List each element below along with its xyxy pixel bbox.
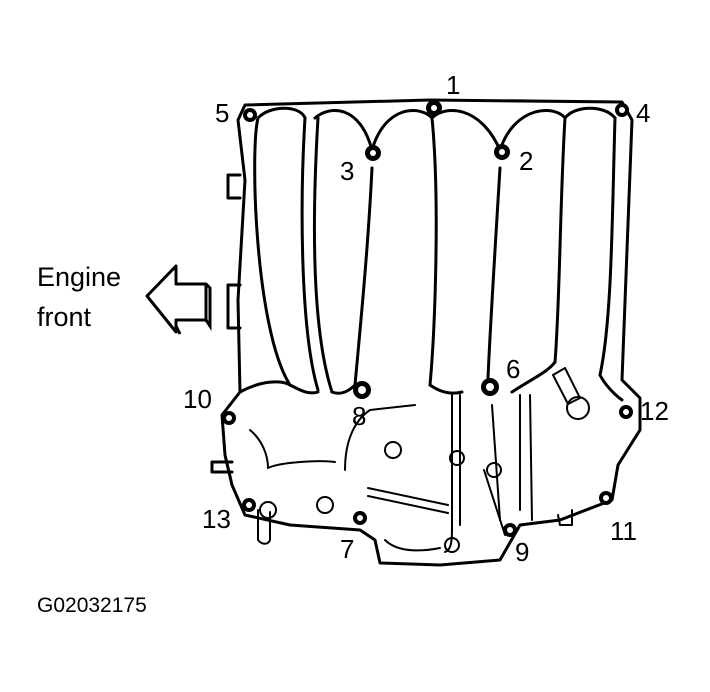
bolt-label-2: 2 — [519, 146, 533, 176]
bolt-label-5: 5 — [215, 98, 229, 128]
bolt-labels: 1 2 3 4 5 6 7 8 9 10 11 12 13 — [183, 70, 669, 567]
manifold-outline — [210, 98, 642, 567]
engine-front-label-line1: Engine — [37, 262, 121, 292]
bolt-label-10: 10 — [183, 384, 212, 414]
bolt-label-7: 7 — [340, 534, 354, 564]
bolt-label-6: 6 — [506, 354, 520, 384]
bolt-label-11: 11 — [610, 516, 637, 546]
engine-front-label-line2: front — [37, 302, 92, 332]
bolt-label-8: 8 — [352, 401, 366, 431]
runners — [238, 106, 624, 402]
bolt-label-1: 1 — [446, 70, 460, 100]
bolt-label-9: 9 — [515, 537, 529, 567]
bolt-label-4: 4 — [636, 98, 650, 128]
figure-code: G02032175 — [37, 594, 147, 617]
bolt-label-13: 13 — [202, 504, 231, 534]
bolt-label-3: 3 — [340, 156, 354, 186]
bolt-label-12: 12 — [640, 396, 669, 426]
engine-front-arrow — [145, 264, 212, 335]
bolts — [222, 100, 633, 537]
plenum-details — [249, 367, 590, 553]
